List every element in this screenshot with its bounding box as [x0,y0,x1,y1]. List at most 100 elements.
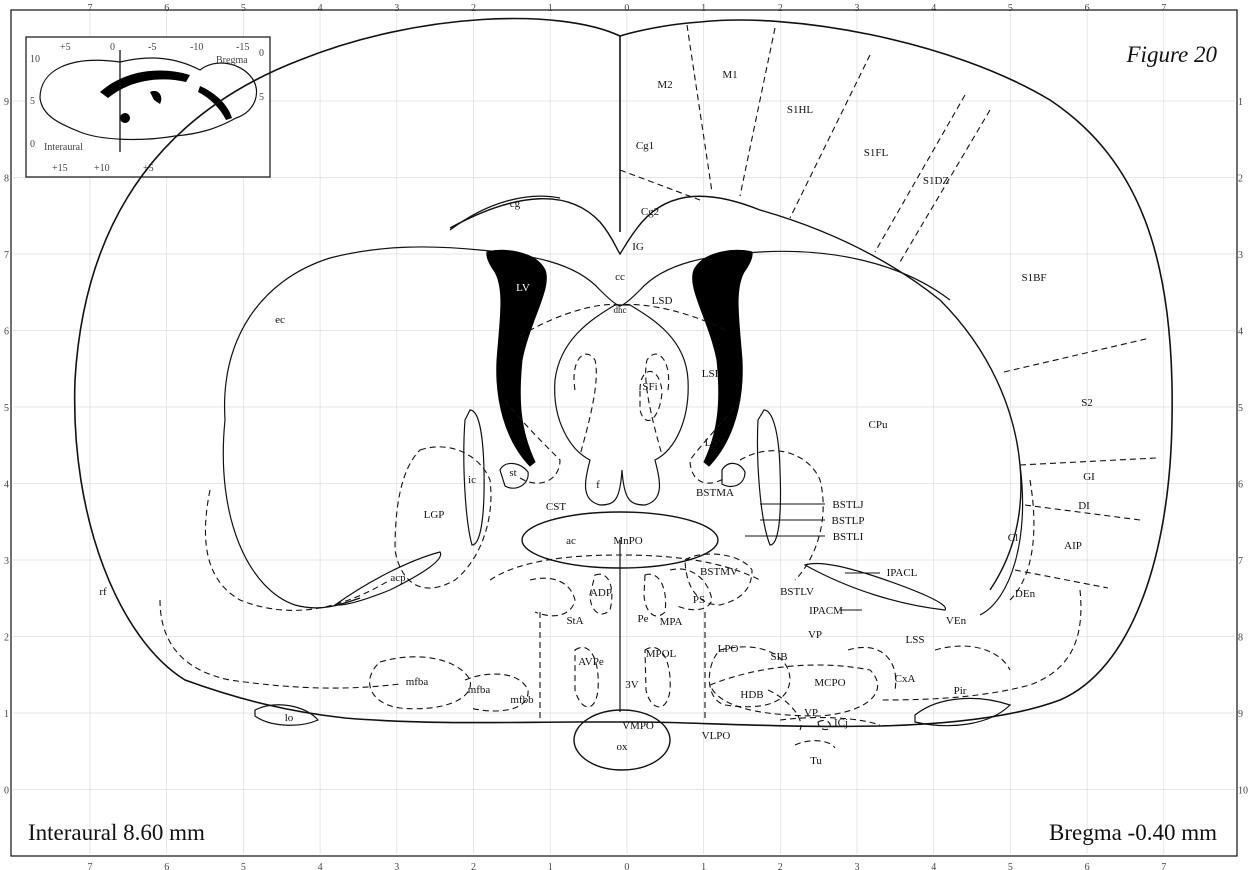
ruler-top-tick: 5 [1008,3,1013,14]
label-S1HL: S1HL [787,104,814,116]
ruler-right-tick: 5 [1238,403,1243,414]
ruler-top-tick: 5 [241,3,246,14]
ruler-top-tick: 6 [164,3,169,14]
label-PS: PS [693,594,705,606]
label-LGP: LGP [424,509,445,521]
label-DI: DI [1078,500,1090,512]
label-LPO: LPO [718,643,739,655]
label-VEn: VEn [946,615,967,627]
inset-right-tick: 0 [259,48,264,59]
ruler-bottom-tick: 5 [241,862,246,870]
label-HDB: HDB [740,689,763,701]
ruler-top-tick: 1 [701,3,706,14]
label-AIP: AIP [1064,540,1082,552]
label-S1DZ: S1DZ [923,175,950,187]
inset-top-tick: 0 [110,42,115,53]
ruler-top-tick: 3 [855,3,860,14]
label-Cl: Cl [1008,532,1018,544]
ruler-left-tick: 8 [4,174,9,185]
ruler-right-tick: 2 [1238,174,1243,185]
label-VP: VP [808,629,822,641]
ruler-bottom-tick: 5 [1008,862,1013,870]
label-LSI: LSI [702,368,719,380]
ruler-left-tick: 4 [4,480,9,491]
ruler-bottom-tick: 3 [394,862,399,870]
label-BSTMA: BSTMA [696,487,734,499]
inset-top-tick: -5 [148,42,156,53]
inset-top-tick: -10 [190,42,203,53]
inset-top-tick: -15 [236,42,249,53]
label-mfba-1: mfba [406,676,429,688]
ruler-top-tick: 6 [1085,3,1090,14]
label-BSTLV: BSTLV [780,586,814,598]
label-Pe: Pe [638,613,649,625]
ruler-right-tick: 9 [1238,709,1243,720]
label-S1BF: S1BF [1021,272,1046,284]
label-VP-2: VP [804,707,818,719]
label-CST: CST [546,501,566,513]
inset-bottom-tick: +15 [52,163,68,174]
label-MCPO: MCPO [814,677,845,689]
label-VMPO: VMPO [622,720,654,732]
label-BSTLP: BSTLP [831,515,864,527]
ruler-bottom-tick: 1 [548,862,553,870]
ruler-bottom-tick: 0 [624,862,629,870]
label-ec: ec [275,314,285,326]
ruler-right-tick: 10 [1238,786,1248,797]
label-LSS: LSS [906,634,925,646]
label-ICj: ICj [834,717,848,729]
ruler-top-tick: 2 [778,3,783,14]
label-acp: acp [390,572,406,584]
ruler-left-tick: 3 [4,556,9,567]
ruler-left-tick: 6 [4,327,9,338]
label-Tu: Tu [810,755,822,767]
inset-interaural-label: Interaural [44,142,83,153]
ruler-top-tick: 4 [318,3,323,14]
label-rf: rf [99,586,107,598]
label-SIB: SIB [770,651,787,663]
label-S1FL: S1FL [864,147,889,159]
label-IPACM: IPACM [809,605,843,617]
label-IPACL: IPACL [887,567,918,579]
ruler-bottom-tick: 4 [318,862,323,870]
label-M1: M1 [722,69,737,81]
ruler-right-tick: 4 [1238,327,1243,338]
label-3V: 3V [625,679,639,691]
label-BSTLI: BSTLI [833,531,864,543]
ruler-top-tick: 2 [471,3,476,14]
ruler-bottom-tick: 1 [701,862,706,870]
ruler-left-tick: 0 [4,786,9,797]
label-mfba-2: mfba [468,684,491,696]
label-Cg2: Cg2 [641,206,659,218]
label-M2: M2 [657,79,672,91]
label-f: f [596,479,600,491]
ruler-right-tick: 8 [1238,633,1243,644]
label-SFi: SFi [642,381,657,393]
ruler-bottom-tick: 6 [1085,862,1090,870]
ruler-bottom-tick: 4 [931,862,936,870]
label-BSTMV: BSTMV [700,566,738,578]
label-Pir: Pir [954,685,967,697]
ruler-left-tick: 5 [4,403,9,414]
label-ox: ox [617,741,629,753]
ruler-left-tick: 1 [4,709,9,720]
ruler-top-tick: 1 [548,3,553,14]
label-BSTLJ: BSTLJ [832,499,864,511]
label-AVPe: AVPe [578,656,604,668]
label-cg: cg [510,198,521,210]
inset-top-tick: +5 [60,42,71,53]
label-VLPO: VLPO [702,730,731,742]
label-MnPO: MnPO [613,535,642,547]
inset-left-tick: 10 [30,54,40,65]
inset-bregma-label: Bregma [216,55,248,66]
label-MPOL: MPOL [646,648,677,660]
label-cc: cc [615,271,625,283]
ruler-right-tick: 6 [1238,480,1243,491]
figure-title: Figure 20 [1127,42,1218,68]
ruler-bottom-tick: 3 [855,862,860,870]
ruler-bottom-tick: 6 [164,862,169,870]
ruler-top-tick: 3 [394,3,399,14]
label-dhc: dhc [614,305,627,315]
